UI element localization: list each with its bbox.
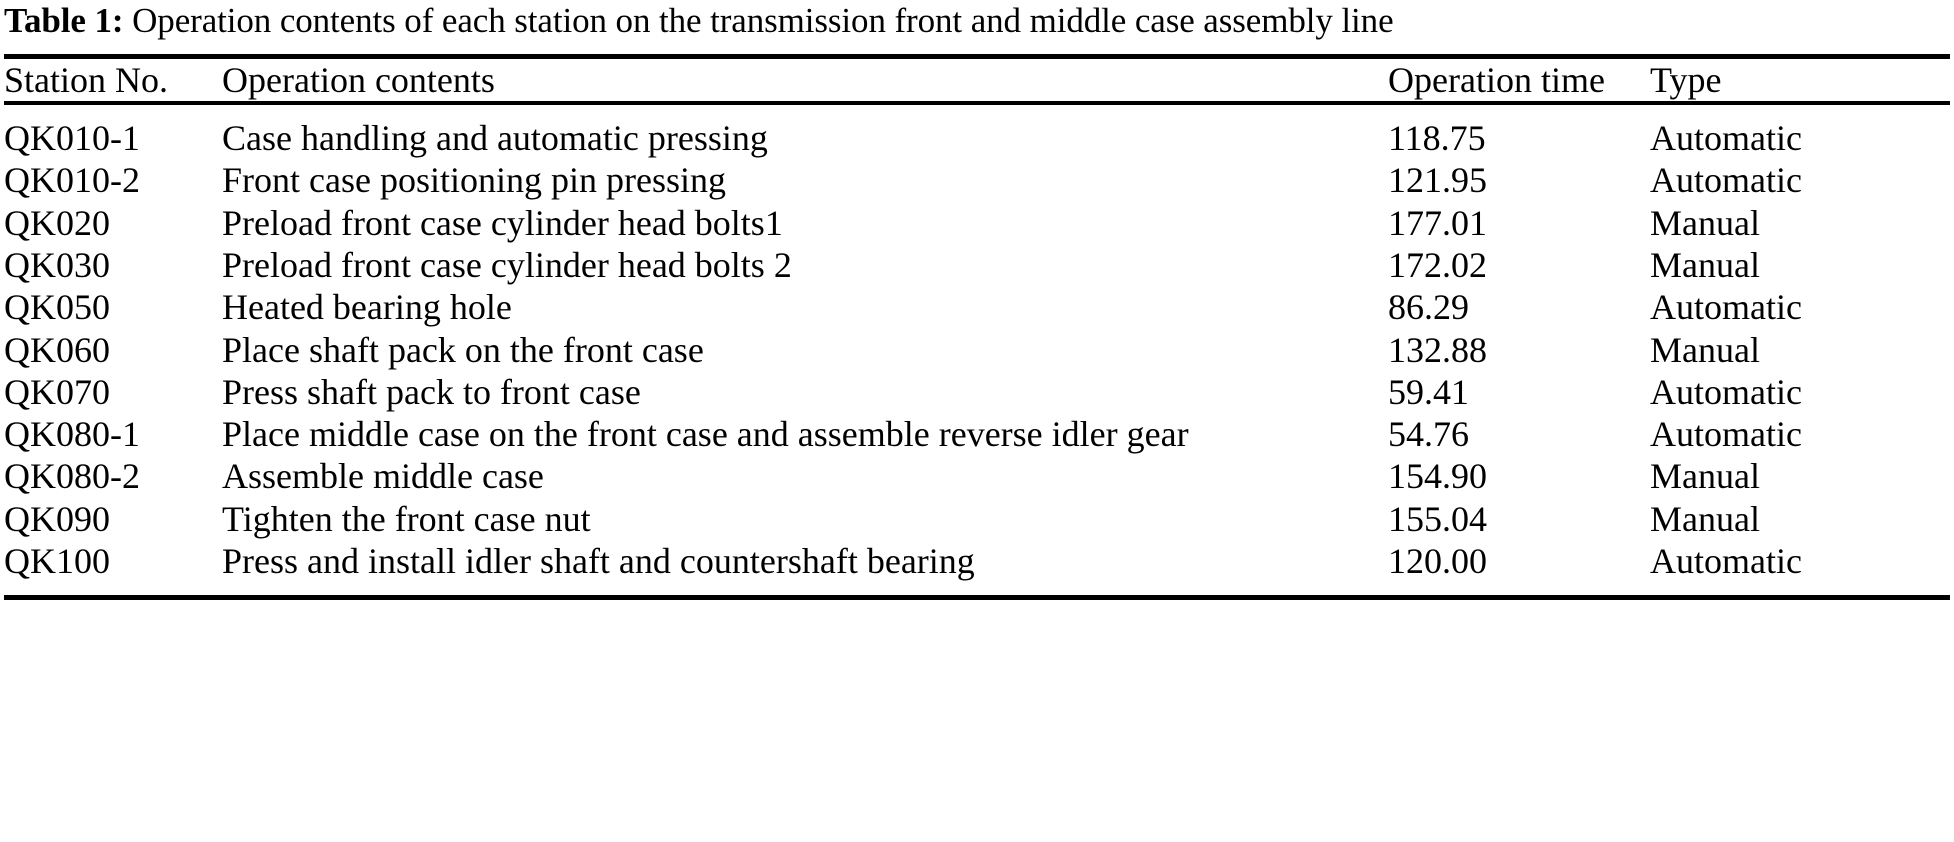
table-row: QK050 Heated bearing hole 86.29 Automatic bbox=[4, 286, 1950, 328]
cell-type: Manual bbox=[1650, 329, 1760, 370]
cell-contents: Place middle case on the front case and … bbox=[222, 414, 1189, 455]
table-caption: Table 1: Operation contents of each stat… bbox=[4, 0, 1950, 54]
cell-type: Manual bbox=[1650, 456, 1760, 497]
cell-type: Automatic bbox=[1650, 541, 1802, 582]
table-row: QK010-2 Front case positioning pin pressi… bbox=[4, 159, 1950, 201]
table-header-row: Station No. Operation contents Operation… bbox=[4, 59, 1950, 101]
table-row: QK100 Press and install idler shaft and c… bbox=[4, 540, 1950, 595]
cell-contents: Tighten the front case nut bbox=[222, 498, 591, 539]
cell-station: QK060 bbox=[4, 329, 110, 370]
cell-time: 120.00 bbox=[1388, 541, 1487, 582]
table-header-rule bbox=[4, 101, 1950, 106]
cell-type: Automatic bbox=[1650, 371, 1802, 412]
cell-time: 155.04 bbox=[1388, 498, 1487, 539]
operation-contents-body: QK010-1 Case handling and automatic press… bbox=[4, 105, 1950, 595]
table-header: Station No. Operation contents Operation… bbox=[4, 59, 1950, 101]
cell-station: QK090 bbox=[4, 498, 110, 539]
cell-station: QK080-2 bbox=[4, 456, 140, 497]
caption-text: Operation contents of each station on th… bbox=[132, 1, 1394, 40]
cell-station: QK080-1 bbox=[4, 414, 140, 455]
cell-contents: Preload front case cylinder head bolts 2 bbox=[222, 244, 792, 285]
table-bottom-rule bbox=[4, 595, 1950, 601]
cell-time: 154.90 bbox=[1388, 456, 1487, 497]
table-top-rule bbox=[4, 53, 1950, 59]
table-body: QK010-1 Case handling and automatic press… bbox=[4, 105, 1950, 595]
cell-station: QK100 bbox=[4, 541, 110, 582]
column-header-contents: Operation contents bbox=[222, 59, 495, 100]
operation-contents-table: Station No. Operation contents Operation… bbox=[4, 59, 1950, 101]
cell-type: Automatic bbox=[1650, 287, 1802, 328]
table-row: QK090 Tighten the front case nut 155.04 Man… bbox=[4, 498, 1950, 540]
cell-station: QK010-1 bbox=[4, 118, 140, 159]
column-header-type: Type bbox=[1650, 59, 1722, 100]
table-row: QK070 Press shaft pack to front case 59.41… bbox=[4, 371, 1950, 413]
cell-time: 86.29 bbox=[1388, 287, 1469, 328]
table-row: QK030 Preload front case cylinder head bo… bbox=[4, 244, 1950, 286]
cell-type: Manual bbox=[1650, 244, 1760, 285]
cell-time: 118.75 bbox=[1388, 118, 1486, 159]
cell-station: QK050 bbox=[4, 287, 110, 328]
cell-station: QK010-2 bbox=[4, 160, 140, 201]
table-row: QK080-1 Place middle case on the front ca… bbox=[4, 413, 1950, 455]
table-row: QK010-1 Case handling and automatic press… bbox=[4, 105, 1950, 159]
cell-time: 54.76 bbox=[1388, 414, 1469, 455]
cell-contents: Press and install idler shaft and counte… bbox=[222, 541, 975, 582]
cell-contents: Assemble middle case bbox=[222, 456, 544, 497]
cell-station: QK070 bbox=[4, 371, 110, 412]
cell-contents: Case handling and automatic pressing bbox=[222, 118, 768, 159]
cell-type: Automatic bbox=[1650, 160, 1802, 201]
cell-type: Manual bbox=[1650, 202, 1760, 243]
cell-contents: Front case positioning pin pressing bbox=[222, 160, 726, 201]
column-header-time: Operation time bbox=[1388, 59, 1605, 100]
cell-contents: Place shaft pack on the front case bbox=[222, 329, 704, 370]
cell-station: QK020 bbox=[4, 202, 110, 243]
cell-time: 59.41 bbox=[1388, 371, 1469, 412]
table-figure: Table 1: Operation contents of each stat… bbox=[4, 0, 1950, 601]
table-row: QK060 Place shaft pack on the front case 1… bbox=[4, 329, 1950, 371]
cell-time: 177.01 bbox=[1388, 202, 1487, 243]
cell-type: Manual bbox=[1650, 498, 1760, 539]
cell-type: Automatic bbox=[1650, 414, 1802, 455]
caption-label: Table 1: bbox=[4, 1, 124, 40]
cell-contents: Preload front case cylinder head bolts1 bbox=[222, 202, 783, 243]
cell-contents: Heated bearing hole bbox=[222, 287, 512, 328]
cell-station: QK030 bbox=[4, 244, 110, 285]
table-row: QK080-2 Assemble middle case 154.90 Manual bbox=[4, 455, 1950, 497]
cell-time: 132.88 bbox=[1388, 329, 1487, 370]
cell-time: 121.95 bbox=[1388, 160, 1487, 201]
cell-type: Automatic bbox=[1650, 118, 1802, 159]
table-row: QK020 Preload front case cylinder head bo… bbox=[4, 202, 1950, 244]
cell-time: 172.02 bbox=[1388, 244, 1487, 285]
column-header-station: Station No. bbox=[4, 59, 169, 100]
cell-contents: Press shaft pack to front case bbox=[222, 371, 641, 412]
